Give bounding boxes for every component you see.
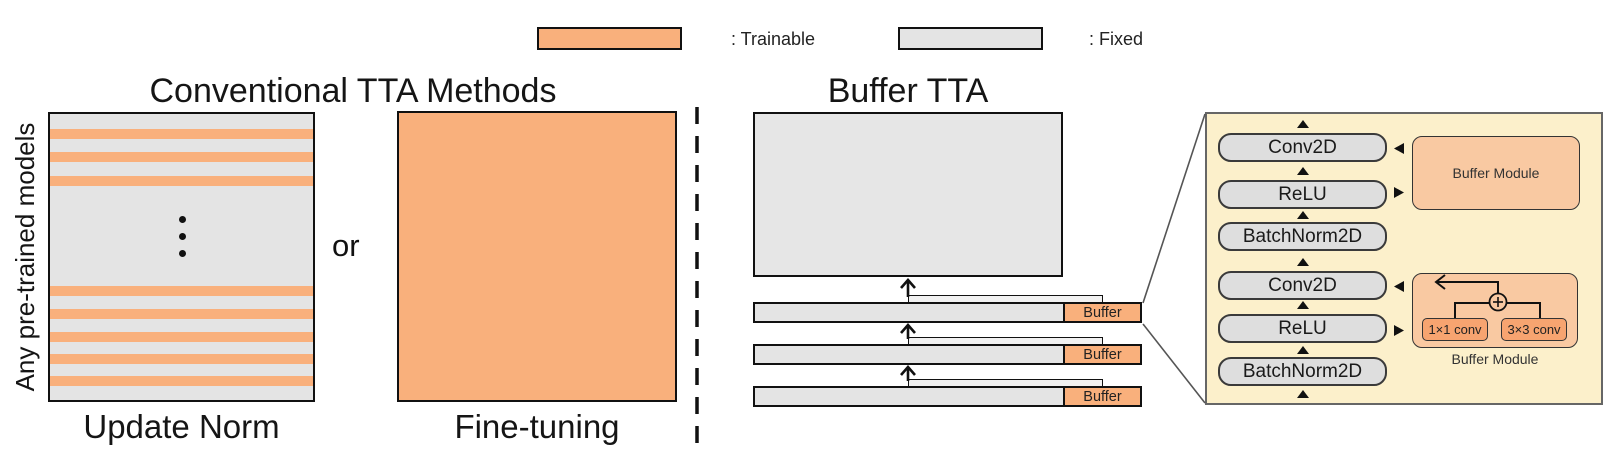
trainable-stripe: [50, 286, 313, 296]
trainable-stripe: [50, 129, 313, 139]
trainable-stripe: [50, 152, 313, 162]
legend-trainable-swatch: [537, 27, 682, 50]
layer-block-batchnorm2d: BatchNorm2D: [1218, 222, 1387, 251]
or-label: or: [332, 228, 360, 263]
update-norm-caption: Update Norm: [83, 408, 280, 445]
layer-block-batchnorm2d: BatchNorm2D: [1218, 357, 1387, 386]
buffer-tag: Buffer: [1063, 386, 1142, 407]
trainable-stripe: [50, 309, 313, 319]
buffer-module-detail-caption: Buffer Module: [1451, 351, 1539, 367]
ellipsis-dot: [179, 216, 186, 223]
buffer-tag: Buffer: [1063, 302, 1142, 323]
layer-block-conv2d: Conv2D: [1218, 271, 1387, 300]
ellipsis-dot: [179, 233, 186, 240]
zoom-callout-line: [1142, 323, 1206, 404]
layer-block-relu: ReLU: [1218, 314, 1387, 343]
legend-fixed-label: : Fixed: [1089, 29, 1144, 49]
ellipsis-dot: [179, 250, 186, 257]
buffer-tta-title: Buffer TTA: [827, 72, 989, 110]
buffer-tag: Buffer: [1063, 344, 1142, 365]
buffer-module-label: Buffer Module: [1452, 165, 1540, 181]
conv-1x1-box: 1×1 conv: [1422, 318, 1488, 341]
pretrained-models-side-label: Any pre-trained models: [10, 122, 40, 392]
legend-trainable-label: : Trainable: [731, 29, 816, 49]
conv-3x3-box: 3×3 conv: [1501, 318, 1567, 341]
trainable-stripe: [50, 354, 313, 364]
layer-block-relu: ReLU: [1218, 180, 1387, 209]
update-norm-box: [48, 112, 315, 402]
buffer-tta-network-box: [753, 112, 1063, 277]
legend-fixed-swatch: [898, 27, 1043, 50]
fine-tuning-caption: Fine-tuning: [454, 408, 620, 445]
trainable-stripe: [50, 176, 313, 186]
buffer-module-box: Buffer Module: [1412, 136, 1580, 210]
zoom-callout-line: [1142, 113, 1206, 304]
fine-tuning-box: [397, 111, 677, 402]
conventional-title: Conventional TTA Methods: [149, 72, 557, 110]
trainable-stripe: [50, 376, 313, 386]
layer-block-conv2d: Conv2D: [1218, 133, 1387, 162]
trainable-stripe: [50, 332, 313, 342]
